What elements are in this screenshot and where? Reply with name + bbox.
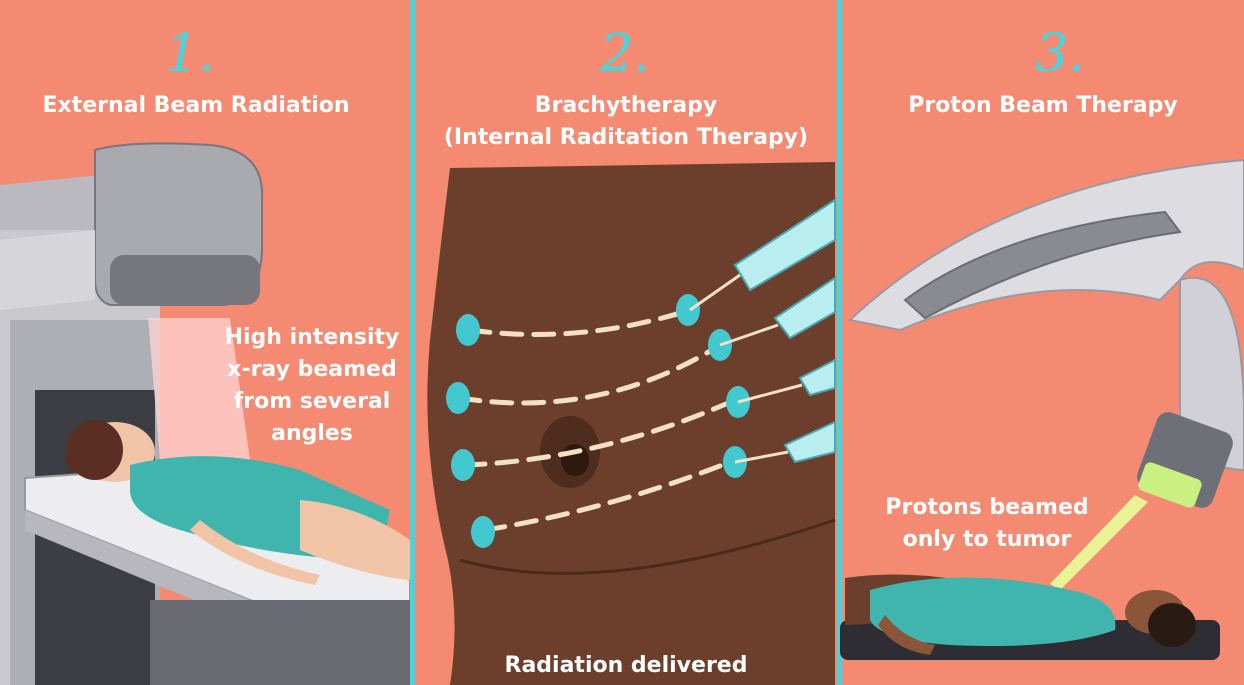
- callout-line: x-ray beamed: [227, 356, 397, 382]
- callout-line: angles: [271, 420, 353, 446]
- step-number-3: 3.: [1035, 24, 1085, 84]
- step-number-2: 2.: [600, 24, 650, 84]
- panel-divider: [837, 0, 842, 685]
- title-subline: (Internal Raditation Therapy): [443, 124, 809, 150]
- caption-radiation-delivered: Radiation delivered: [504, 653, 748, 678]
- callout-line: High intensity: [224, 325, 400, 350]
- needles: [689, 198, 836, 464]
- callout-xray: High intensity x-ray beamed from several…: [212, 322, 412, 450]
- title-line: Brachytherapy: [534, 93, 718, 118]
- catheter-lines: [457, 307, 738, 533]
- step-number-1: 1.: [165, 24, 215, 84]
- patient-three: [840, 574, 1220, 660]
- callout-line: from several: [233, 388, 391, 414]
- panel-title-brachytherapy: Brachytherapy (Internal Raditation Thera…: [415, 90, 837, 154]
- proton-gantry: [847, 158, 1244, 508]
- proton-beam: [1050, 495, 1148, 590]
- catheter-caps: [446, 294, 750, 548]
- callout-line: Protons beamed: [885, 495, 1089, 520]
- panel-divider: [410, 0, 415, 685]
- patient-one: [66, 420, 410, 585]
- callout-protons: Protons beamed only to tumor: [862, 492, 1112, 556]
- abdomen: [427, 162, 835, 685]
- xray-beam: [148, 318, 250, 460]
- panel-title-proton-beam: Proton Beam Therapy: [908, 93, 1178, 118]
- callout-line: only to tumor: [902, 526, 1072, 552]
- panel-title-external-beam: External Beam Radiation: [42, 93, 350, 118]
